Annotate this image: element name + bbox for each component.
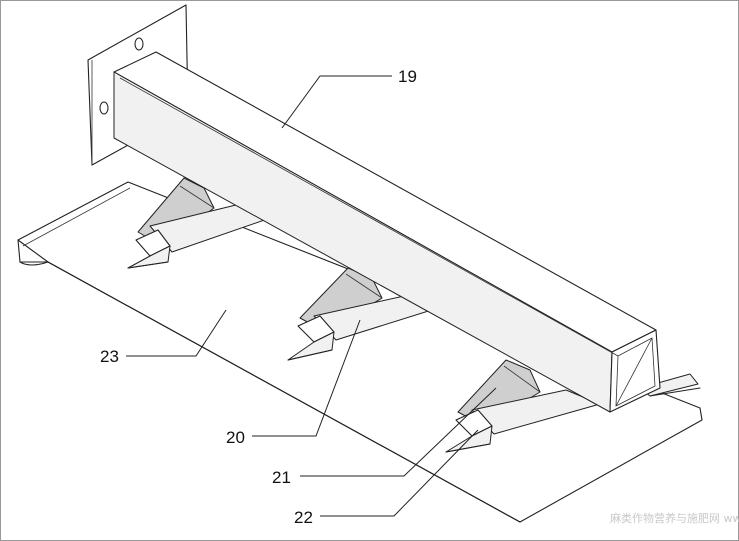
label-19: 19: [398, 67, 417, 86]
bolt-hole-upper: [134, 37, 144, 51]
square-tube-beam: [113, 51, 661, 413]
label-22: 22: [294, 508, 313, 527]
label-23: 23: [100, 347, 119, 366]
leader-19: [281, 75, 392, 129]
base-plate: [17, 181, 703, 523]
watermark-text: 麻类作物营养与施肥网 www.fibercrops.com: [610, 511, 739, 525]
blade-assembly-front: [445, 359, 601, 453]
leader-22: [320, 429, 479, 517]
blade-assembly-middle: [287, 267, 439, 361]
leader-20: [252, 319, 361, 437]
label-20: 20: [226, 428, 245, 447]
leader-23: [126, 309, 227, 357]
leader-21: [300, 387, 497, 477]
label-21: 21: [272, 468, 291, 487]
bolt-hole-lower: [99, 101, 109, 115]
leader-lines: [126, 75, 497, 517]
blade-assembly-rear: [127, 177, 277, 269]
